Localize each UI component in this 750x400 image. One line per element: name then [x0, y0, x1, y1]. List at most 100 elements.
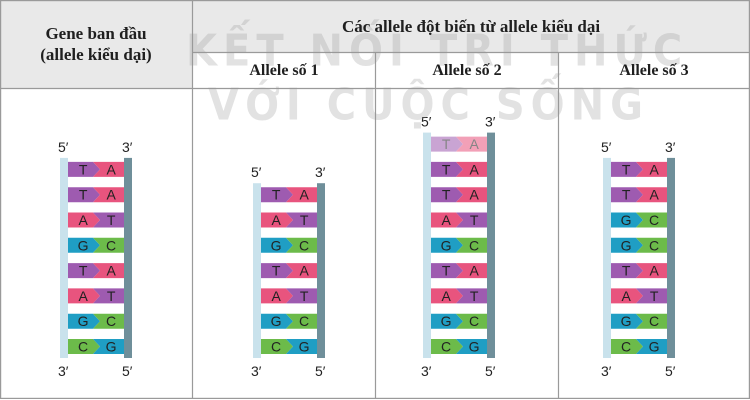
- base-letter-right: T: [470, 288, 479, 304]
- strand-left: [423, 132, 431, 358]
- base-left: [431, 339, 463, 354]
- label-3prime-top: 3′: [485, 114, 496, 130]
- base-letter-left: G: [78, 237, 89, 253]
- base-letter-left: T: [442, 187, 451, 203]
- label-5prime-top: 5′: [601, 139, 612, 155]
- base-letter-left: C: [621, 339, 631, 355]
- strand-right: [124, 157, 132, 358]
- base-letter-right: C: [649, 237, 659, 253]
- base-letter-left: T: [272, 187, 281, 203]
- base-letter-left: T: [442, 263, 451, 279]
- base-right: [636, 288, 667, 304]
- label-3prime-bottom: 3′: [601, 363, 612, 379]
- base-right: [636, 212, 667, 228]
- base-letter-left: A: [621, 288, 631, 304]
- base-letter-right: C: [469, 313, 479, 329]
- strand-left: [60, 157, 68, 358]
- base-right: [456, 313, 487, 329]
- header-mutant-group: Các allele đột biến từ allele kiểu dại: [341, 17, 601, 36]
- base-left: [261, 187, 293, 203]
- label-5prime-bottom: 5′: [122, 363, 133, 379]
- base-letter-right: G: [469, 339, 480, 355]
- base-left: [431, 187, 463, 203]
- base-letter-left: C: [441, 339, 451, 355]
- base-letter-left: A: [78, 212, 88, 228]
- base-letter-left: T: [79, 161, 88, 177]
- base-left: [611, 212, 643, 228]
- base-left: [68, 288, 100, 304]
- base-right: [286, 313, 317, 329]
- base-letter-left: T: [272, 263, 281, 279]
- base-letter-right: A: [469, 263, 479, 279]
- header-allele-1: Allele số 1: [249, 62, 319, 79]
- base-left: [611, 288, 643, 304]
- base-left: [68, 212, 100, 228]
- base-letter-left: A: [271, 288, 281, 304]
- base-left: [68, 237, 100, 253]
- base-left: [68, 161, 100, 177]
- base-letter-right: A: [299, 187, 309, 203]
- base-right: [286, 212, 317, 228]
- base-left: [261, 237, 293, 253]
- base-letter-right: A: [106, 263, 116, 279]
- label-3prime-bottom: 3′: [251, 363, 262, 379]
- base-letter-left: A: [78, 288, 88, 304]
- base-right: [93, 187, 124, 203]
- base-right: [636, 237, 667, 253]
- base-letter-left: G: [621, 237, 632, 253]
- base-right: [456, 161, 487, 177]
- label-3prime-bottom: 3′: [421, 363, 432, 379]
- label-5prime-bottom: 5′: [485, 363, 496, 379]
- base-right: [93, 313, 124, 329]
- base-left: [431, 212, 463, 228]
- base-right: [456, 136, 487, 152]
- strand-right: [487, 132, 495, 358]
- base-letter-right: C: [649, 313, 659, 329]
- base-letter-left: C: [271, 339, 281, 355]
- header-original-gene: Gene ban đầu (allele kiểu dại): [0, 0, 192, 88]
- base-left: [431, 313, 463, 329]
- base-right: [93, 263, 124, 279]
- base-letter-right: C: [299, 237, 309, 253]
- base-letter-left: G: [271, 313, 282, 329]
- label-3prime-top: 3′: [122, 139, 133, 155]
- header-original-line1: Gene ban đầu: [45, 24, 147, 43]
- base-letter-left: A: [441, 288, 451, 304]
- base-letter-right: A: [469, 161, 479, 177]
- label-5prime-top: 5′: [251, 164, 262, 180]
- header-background-left: [0, 0, 192, 88]
- base-right: [636, 263, 667, 279]
- base-right: [93, 212, 124, 228]
- base-right: [286, 187, 317, 203]
- base-letter-right: T: [107, 288, 116, 304]
- base-right: [456, 237, 487, 253]
- base-letter-right: T: [650, 288, 659, 304]
- header-background-group: [192, 0, 750, 52]
- base-right: [636, 313, 667, 329]
- base-letter-right: T: [300, 288, 309, 304]
- base-left: [611, 313, 643, 329]
- base-right: [286, 263, 317, 279]
